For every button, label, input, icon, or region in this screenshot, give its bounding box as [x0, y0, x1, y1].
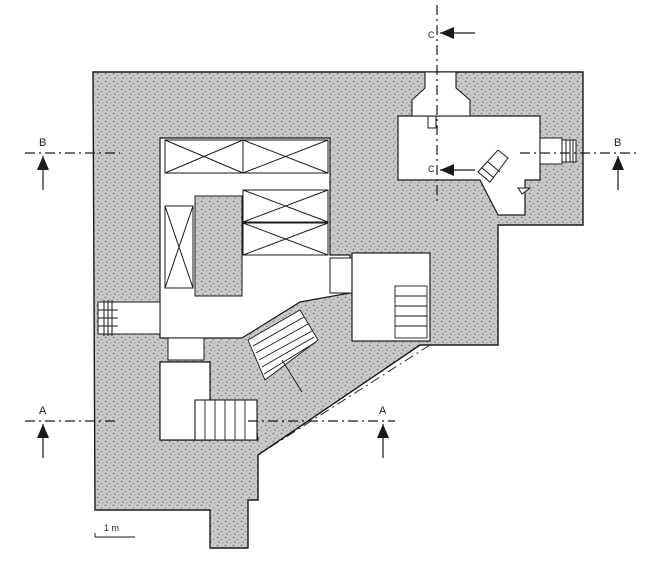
projection-line [257, 344, 431, 456]
bunk-left-vertical [164, 205, 194, 289]
label-b-left: B [39, 137, 46, 149]
left-embrasure [97, 300, 161, 336]
right-embrasure [539, 137, 577, 165]
arrow-c-top [440, 27, 454, 39]
alcove [329, 257, 353, 294]
bunk-group-top [164, 139, 329, 174]
passage [167, 337, 205, 361]
label-a-right: A [379, 405, 387, 417]
label-a-left: A [39, 405, 47, 417]
label-c-top: C [428, 30, 435, 40]
room-partition [194, 195, 243, 297]
scale-bar-label: 1 m [104, 523, 119, 533]
label-c-mid: C [428, 164, 435, 174]
gun-embrasure [477, 149, 509, 183]
lower-stair-room [194, 399, 258, 441]
arrow-b-left [37, 156, 49, 170]
scale-bar [94, 533, 135, 538]
arrow-c-mid [440, 164, 454, 176]
arrow-a-left [37, 424, 49, 438]
bunk-group-right [242, 189, 329, 256]
arrow-b-right [612, 156, 624, 170]
arrow-a-right [377, 424, 389, 438]
label-b-right: B [614, 137, 621, 149]
stair-flight-lower [204, 400, 246, 440]
diagonal-stair [247, 309, 319, 393]
stair-flight-right [394, 285, 428, 339]
top-entry [411, 71, 471, 117]
combat-room [397, 115, 541, 216]
